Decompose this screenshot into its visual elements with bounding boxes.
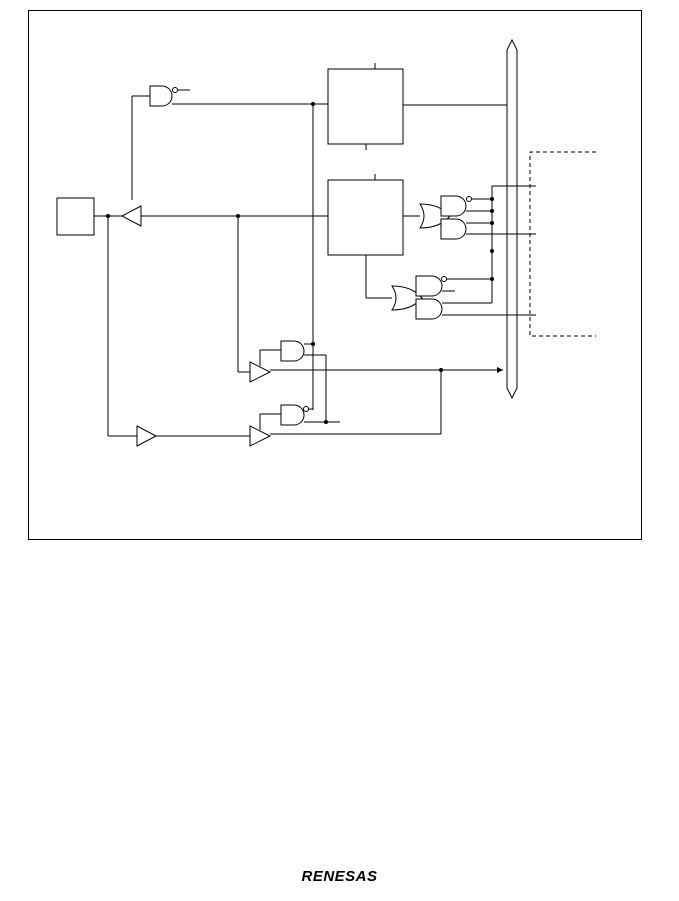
dashed-module-outline [529, 151, 596, 337]
nand-gate-top [149, 85, 190, 107]
register-block-upper [327, 68, 404, 145]
and-gate-lower-a [415, 275, 447, 297]
diagram-frame [28, 10, 642, 540]
pin-box [56, 197, 95, 236]
internal-bus [506, 38, 518, 400]
register-block-lower [327, 179, 404, 256]
and-gate-enable-upper [280, 340, 305, 362]
or-gate-lower [391, 285, 423, 311]
input-buffer [120, 205, 142, 227]
and-gate-lower-b [415, 298, 443, 320]
renesas-logo: RENESAS [301, 868, 378, 885]
tristate-buffer-upper [249, 361, 272, 383]
and-gate-upper-a [440, 195, 472, 217]
tristate-buffer-lower [249, 425, 272, 447]
nand-gate-enable-lower [280, 404, 309, 426]
and-gate-upper-b [440, 218, 467, 240]
buffer-lower-left [136, 425, 158, 447]
